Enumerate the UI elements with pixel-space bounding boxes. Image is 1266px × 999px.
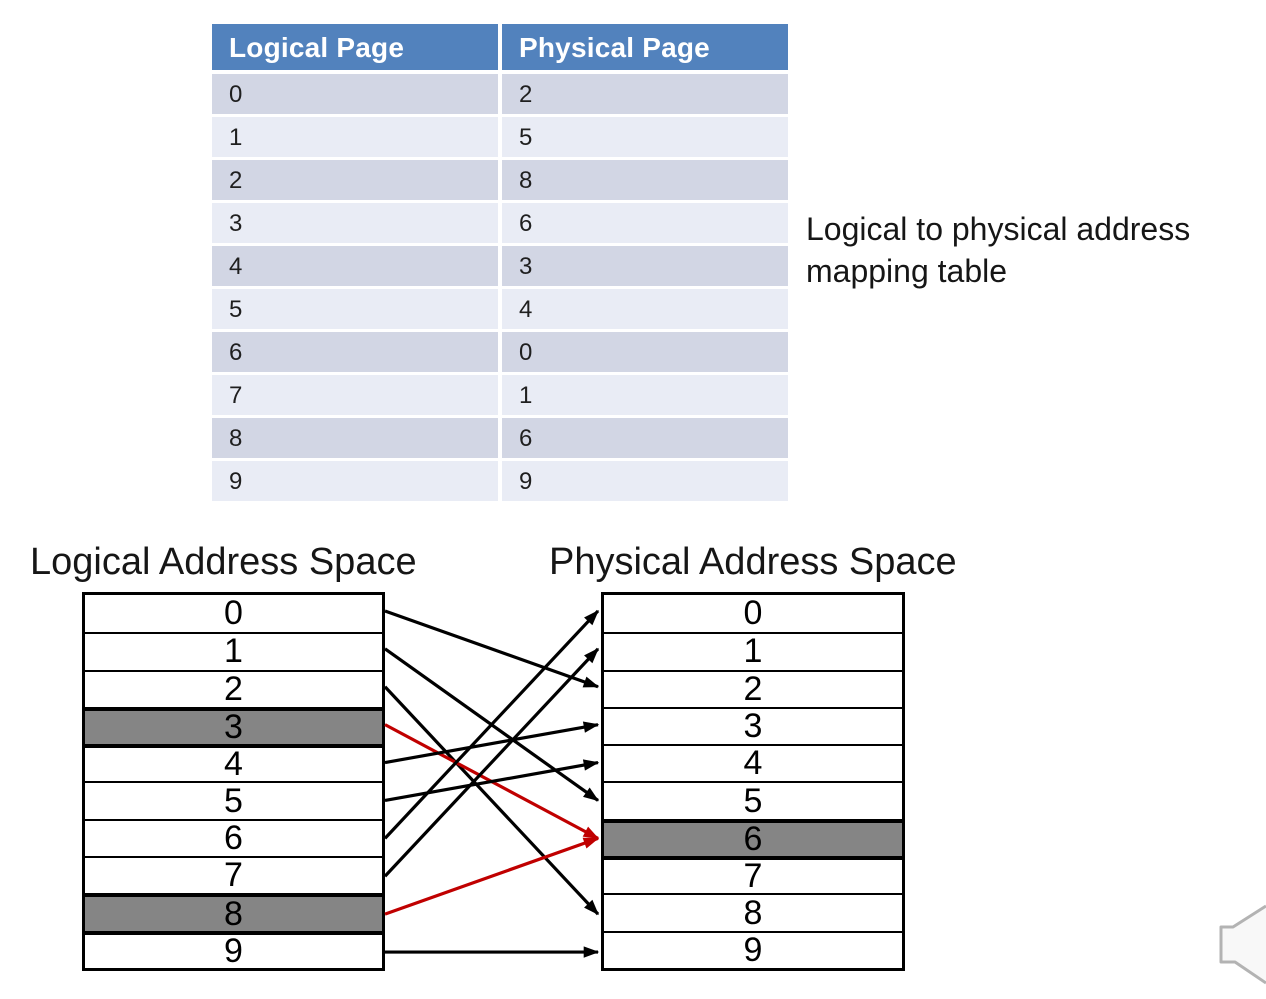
logical-page-cell: 9: [212, 461, 498, 501]
next-slide-arrow-icon[interactable]: [1202, 901, 1266, 993]
logical-page-cell: 2: [212, 160, 498, 200]
mapping-arrow-5-to-4: [384, 759, 600, 803]
physical-page-cell: 0: [502, 332, 788, 372]
mapping-arrow-2-to-8: [383, 685, 600, 916]
physical-address-cell-7: 7: [604, 856, 902, 895]
physical-page-cell: 6: [502, 203, 788, 243]
physical-page-column-header: Physical Page: [502, 24, 788, 70]
logical-address-cell-5: 5: [85, 781, 382, 820]
physical-page-cell: 3: [502, 246, 788, 286]
logical-address-cell-1: 1: [85, 632, 382, 670]
physical-page-cell: 9: [502, 461, 788, 501]
logical-address-cell-7: 7: [85, 856, 382, 894]
physical-address-space-title: Physical Address Space: [549, 541, 957, 583]
logical-page-cell: 1: [212, 117, 498, 157]
mapping-arrow-1-to-5: [384, 647, 600, 802]
logical-address-cell-9: 9: [85, 930, 382, 970]
mapping-arrow-6-to-0: [383, 609, 600, 840]
logical-page-cell: 8: [212, 418, 498, 458]
physical-address-cell-6: 6: [604, 818, 902, 858]
logical-address-cell-3: 3: [85, 706, 382, 746]
logical-page-cell: 6: [212, 332, 498, 372]
mapping-arrow-8-to-6: [384, 836, 600, 916]
mapping-arrow-0-to-2: [384, 609, 600, 689]
logical-page-cell: 0: [212, 74, 498, 114]
physical-address-cell-1: 1: [604, 632, 902, 670]
physical-page-cell: 2: [502, 74, 788, 114]
physical-page-cell: 4: [502, 289, 788, 329]
physical-address-cell-9: 9: [604, 930, 902, 969]
physical-page-cell: 5: [502, 117, 788, 157]
physical-address-cell-2: 2: [604, 669, 902, 708]
logical-address-space-title: Logical Address Space: [30, 541, 417, 583]
logical-page-cell: 4: [212, 246, 498, 286]
physical-address-cell-5: 5: [604, 781, 902, 820]
logical-address-cell-4: 4: [85, 744, 382, 783]
logical-page-cell: 3: [212, 203, 498, 243]
logical-page-column-header: Logical Page: [212, 24, 498, 70]
logical-page-cell: 7: [212, 375, 498, 415]
logical-page-cell: 5: [212, 289, 498, 329]
physical-page-cell: 1: [502, 375, 788, 415]
mapping-table-header-row: Logical Page Physical Page: [212, 24, 788, 70]
mapping-arrow-4-to-3: [384, 721, 600, 765]
physical-address-cell-3: 3: [604, 706, 902, 745]
mapping-table-caption: Logical to physical address mapping tabl…: [806, 211, 1191, 289]
physical-address-cell-4: 4: [604, 744, 902, 782]
logical-address-cell-6: 6: [85, 818, 382, 857]
mapping-arrow-7-to-1: [383, 647, 600, 878]
logical-address-cell-0: 0: [224, 594, 243, 633]
logical-address-cell-8: 8: [85, 893, 382, 933]
physical-page-cell: 6: [502, 418, 788, 458]
mapping-arrow-3-to-6: [384, 723, 600, 840]
physical-page-cell: 8: [502, 160, 788, 200]
logical-address-cell-2: 2: [85, 669, 382, 708]
physical-address-cell-0: 0: [743, 594, 763, 633]
physical-address-cell-8: 8: [604, 893, 902, 932]
